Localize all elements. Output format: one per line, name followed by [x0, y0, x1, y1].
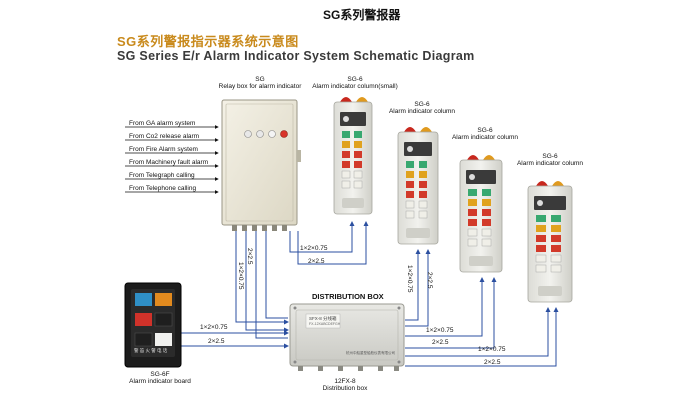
distribution-box-plate-sub: FX-12XABCDEFGH — [309, 322, 341, 326]
cable-label-power-relay-down: 2×2.5 — [246, 248, 253, 265]
cable-label-signal-col2: 1×2×0.75 — [406, 265, 413, 293]
column-1-label: SG-6 Alarm indicator column(small) — [310, 76, 400, 91]
column-4-drawing — [527, 181, 573, 303]
relay-box-description: Relay box for alarm indicator — [218, 83, 302, 91]
board-footer: 警 笛 火 警 电 话 — [134, 348, 168, 353]
column-3-drawing — [459, 155, 503, 273]
column-2-drawing — [397, 127, 439, 245]
cable-label-power-col3: 2×2.5 — [432, 339, 449, 346]
column-2-description: Alarm indicator column — [388, 108, 456, 116]
column-1-code: SG-6 — [347, 76, 363, 83]
column-4-description: Alarm indicator column — [516, 160, 584, 168]
column-1-description: Alarm indicator column(small) — [312, 83, 398, 91]
cable-label-signal-relay-down: 1×2×0.75 — [237, 262, 244, 290]
subtitle-english: SG Series E/r Alarm Indicator System Sch… — [117, 49, 475, 63]
column-3-description: Alarm indicator column — [451, 134, 519, 142]
board-label: SG-6F Alarm indicator board — [115, 371, 205, 386]
column-2-label: SG-6 Alarm indicator column — [380, 101, 464, 116]
distribution-box-plate: SFX-8 分线箱 — [309, 316, 337, 321]
relay-box-drawing — [221, 99, 301, 231]
wiring — [180, 221, 559, 367]
input-label-machinery-fault: From Machinery fault alarm — [129, 159, 209, 166]
cable-label-signal-col1: 1×2×0.75 — [300, 245, 328, 252]
relay-box-label: SG Relay box for alarm indicator — [214, 76, 306, 91]
cable-label-power-col1: 2×2.5 — [308, 258, 325, 265]
column-4-label: SG-6 Alarm indicator column — [508, 153, 592, 168]
column-2-code: SG-6 — [414, 101, 430, 108]
input-label-telephone: From Telephone calling — [129, 185, 197, 192]
cable-label-power-col4: 2×2.5 — [484, 359, 501, 366]
column-4-code: SG-6 — [542, 153, 558, 160]
board-drawing — [124, 282, 182, 368]
distribution-box-label: 12FX-8 Distribution box — [300, 378, 390, 393]
input-label-co2-alarm: From Co2 release alarm — [129, 133, 200, 140]
main-title: SG系列警报器 — [323, 8, 401, 22]
board-description: Alarm indicator board — [129, 378, 191, 386]
cable-label-signal-col4: 1×2×0.75 — [478, 346, 506, 353]
cable-label-signal-col3: 1×2×0.75 — [426, 327, 454, 334]
input-label-fire-alarm: From Fire Alarm system — [129, 146, 198, 153]
distribution-box-title: DISTRIBUTION BOX — [312, 292, 384, 301]
column-3-code: SG-6 — [477, 127, 493, 134]
distribution-box-description: Distribution box — [322, 385, 368, 393]
relay-box-code: SG — [255, 76, 265, 83]
column-1-drawing — [333, 97, 373, 215]
cable-label-power-board: 2×2.5 — [208, 338, 225, 345]
column-3-label: SG-6 Alarm indicator column — [443, 127, 527, 142]
input-label-telegraph: From Telegraph calling — [129, 172, 195, 179]
input-label-ga-alarm: From GA alarm system — [129, 120, 196, 127]
cable-label-power-col2: 2×2.5 — [426, 272, 433, 289]
input-arrows — [125, 125, 219, 194]
distribution-box-maker: 杭州中船重型船舶仪表有限公司 — [346, 351, 395, 355]
distribution-box-code: 12FX-8 — [334, 378, 356, 385]
cable-label-signal-board: 1×2×0.75 — [200, 324, 228, 331]
board-code: SG-6F — [150, 371, 170, 378]
distribution-box-drawing — [289, 303, 405, 371]
subtitle-chinese: SG系列警报指示器系统示意图 — [117, 34, 299, 49]
